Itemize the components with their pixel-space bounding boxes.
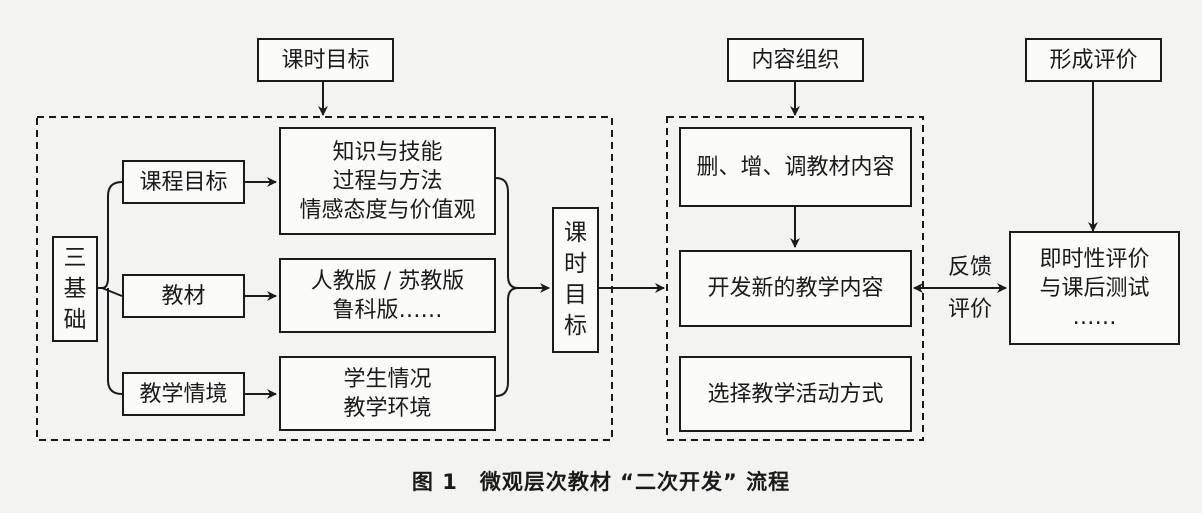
- detail-textbook: 人教版 / 苏教版 鲁科版……: [279, 258, 496, 333]
- feedback-label: 反馈 评价: [947, 255, 992, 322]
- category-course-goal: 课程目标: [122, 160, 245, 204]
- content-activity-box: 选择教学活动方式: [679, 356, 912, 432]
- header-content-organization: 内容组织: [727, 38, 864, 82]
- category-teaching-situation: 教学情境: [122, 372, 245, 416]
- course-goal-group-frame: [36, 116, 613, 441]
- content-develop-box: 开发新的教学内容: [679, 250, 912, 327]
- figure-caption: 图 1 微观层次教材 “二次开发” 流程: [411, 470, 791, 494]
- lesson-goal-box: 课 时 目 标: [552, 207, 599, 353]
- category-textbook: 教材: [122, 274, 245, 318]
- detail-course-goal: 知识与技能 过程与方法 情感态度与价值观: [279, 127, 496, 235]
- content-adjust-box: 删、增、调教材内容: [679, 127, 912, 207]
- brace-right: [495, 177, 519, 397]
- content-group-frame: [666, 116, 924, 441]
- brace-left: [98, 181, 123, 395]
- header-formative-evaluation: 形成评价: [1025, 38, 1162, 82]
- evaluation-box: 即时性评价 与课后测试 ……: [1009, 231, 1180, 345]
- three-foundations-box: 三 基 础: [52, 236, 98, 342]
- header-lesson-goal: 课时目标: [257, 38, 394, 82]
- detail-teaching-situation: 学生情况 教学环境: [279, 356, 496, 431]
